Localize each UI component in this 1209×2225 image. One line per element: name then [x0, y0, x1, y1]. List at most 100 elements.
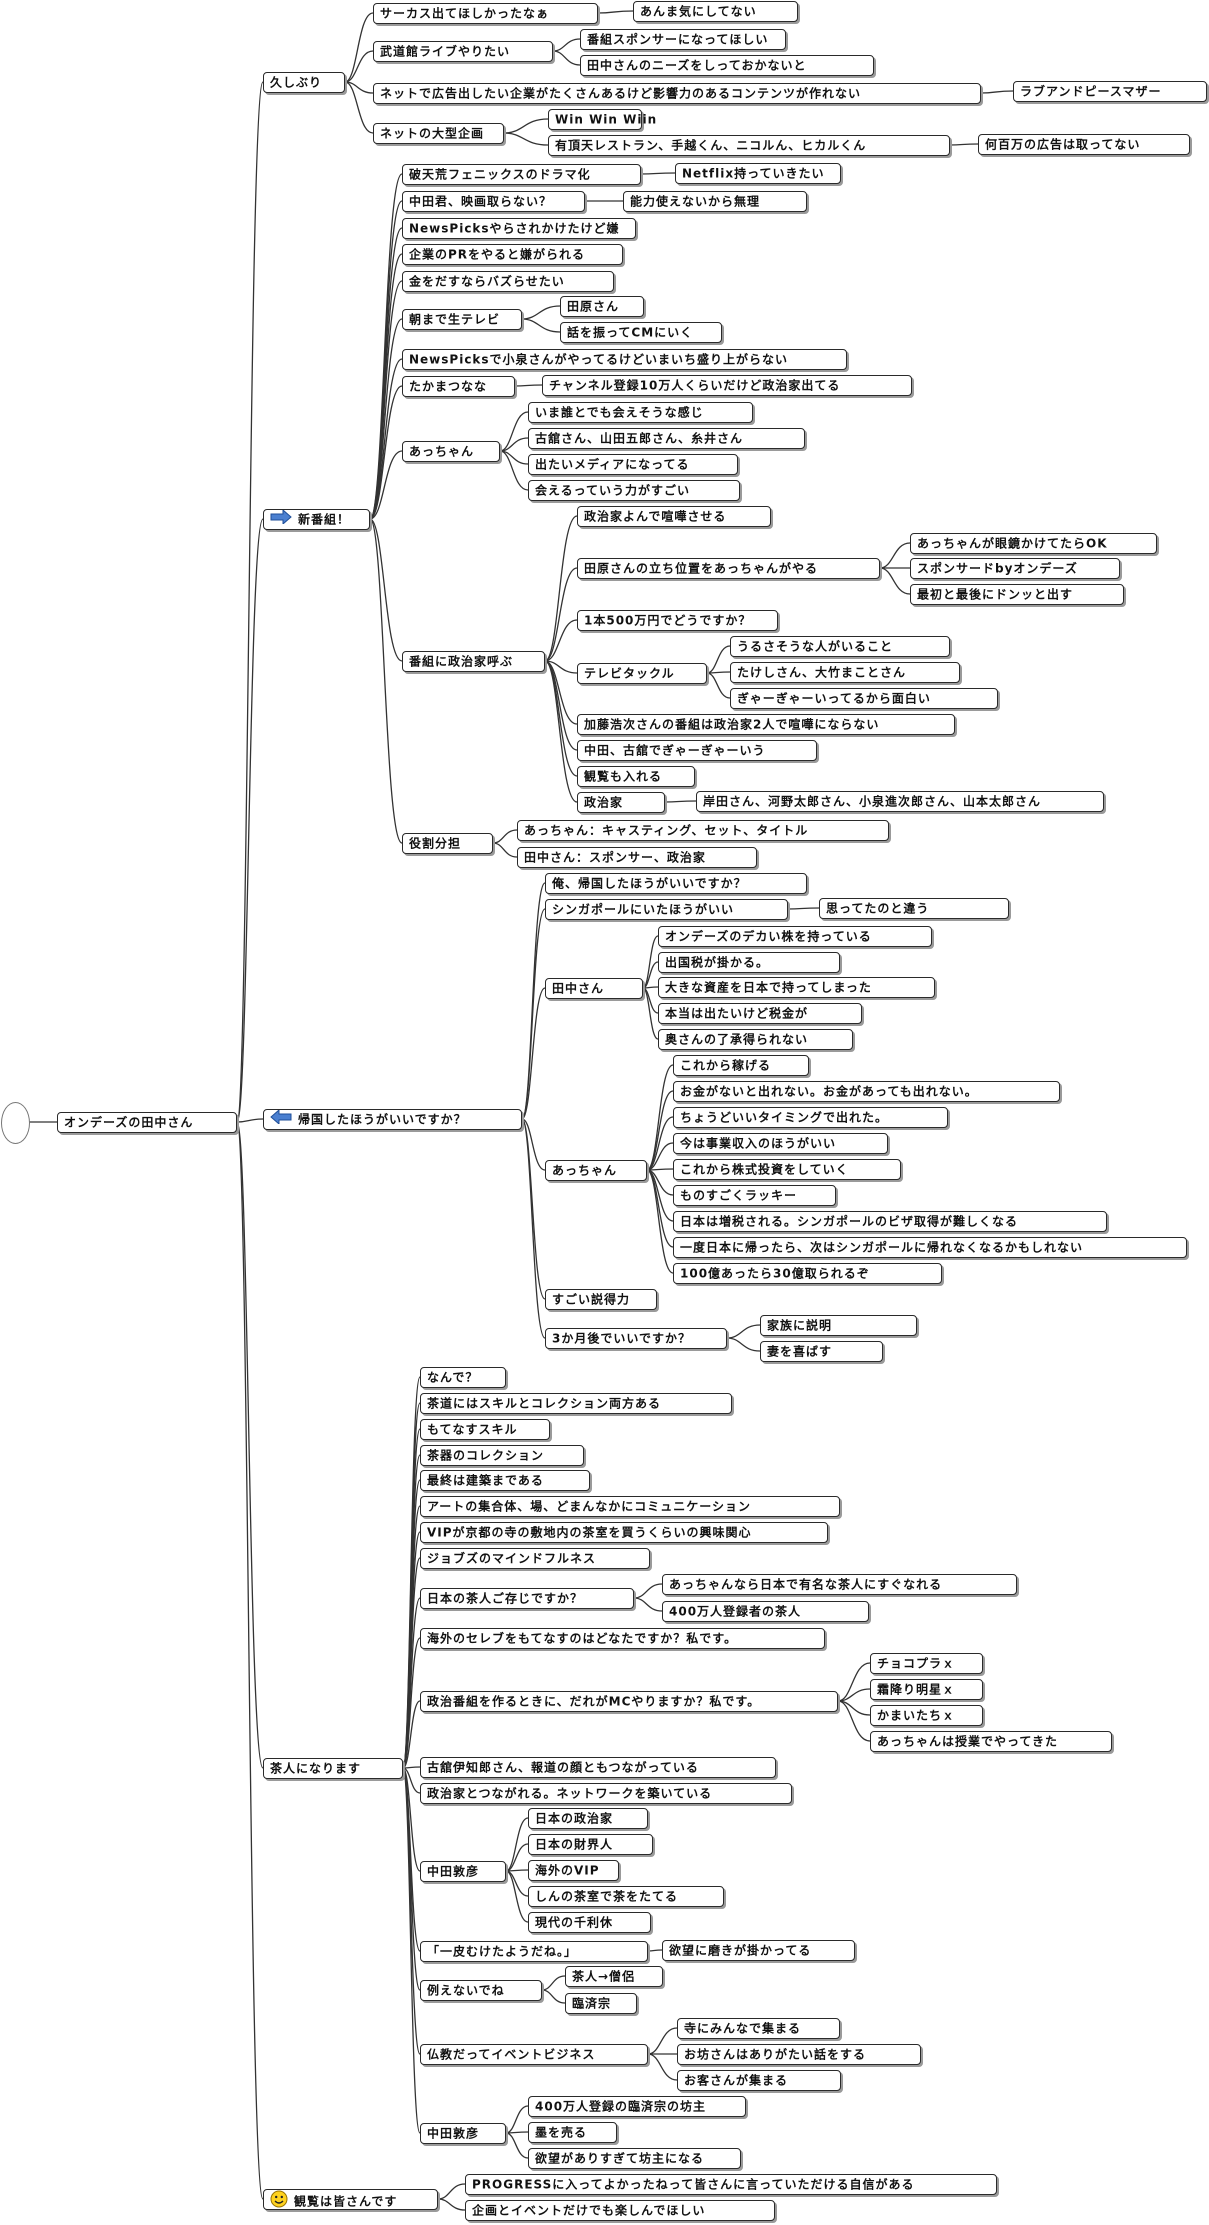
mindmap-node[interactable]: ネットの大型企画 — [373, 123, 504, 144]
mindmap-node[interactable]: 大きな資産を日本で持ってしまった — [658, 977, 935, 998]
mindmap-node[interactable]: あっちゃんが眼鏡かけてたらOK — [910, 533, 1157, 554]
mindmap-node[interactable]: 家族に説明 — [760, 1315, 917, 1336]
mindmap-node[interactable]: 番組に政治家呼ぶ — [402, 651, 545, 672]
mindmap-node[interactable]: あんま気にしてない — [633, 1, 798, 22]
mindmap-node[interactable]: 政治番組を作るときに、だれがMCやりますか？私です。 — [420, 1691, 838, 1712]
mindmap-node[interactable]: 茶器のコレクション — [420, 1445, 584, 1466]
mindmap-node[interactable]: これから稼げる — [673, 1055, 809, 1076]
mindmap-node[interactable]: お坊さんはありがたい話をする — [677, 2044, 921, 2065]
mindmap-node[interactable]: 企業のPRをやると嫌がられる — [402, 244, 623, 265]
mindmap-node[interactable]: サーカス出てほしかったなぁ — [373, 3, 598, 24]
mindmap-node[interactable]: 有頂天レストラン、手越くん、ニコルん、ヒカルくん — [548, 135, 950, 156]
mindmap-node[interactable]: VIPが京都の寺の敷地内の茶室を買うくらいの興味関心 — [420, 1522, 828, 1543]
mindmap-node[interactable]: 金をだすならバズらせたい — [402, 271, 614, 292]
mindmap-node[interactable]: 日本の政治家 — [528, 1808, 648, 1829]
mindmap-node[interactable]: あっちゃんは授業でやってきた — [870, 1731, 1112, 1752]
mindmap-node[interactable]: チャンネル登録10万人くらいだけど政治家出てる — [542, 375, 912, 396]
mindmap-node[interactable]: 番組スポンサーになってほしい — [580, 29, 786, 50]
mindmap-node[interactable]: いま誰とでも会えそうな感じ — [528, 402, 753, 423]
mindmap-node[interactable]: 久しぶり — [263, 72, 345, 93]
mindmap-node[interactable]: お金がないと出れない。お金があっても出れない。 — [673, 1081, 1060, 1102]
mindmap-node[interactable]: ちょうどいいタイミングで出れた。 — [673, 1107, 948, 1128]
mindmap-node[interactable]: 何百万の広告は取ってない — [978, 134, 1190, 155]
mindmap-node[interactable]: 最終は建築まである — [420, 1470, 590, 1491]
mindmap-node[interactable]: 岸田さん、河野太郎さん、小泉進次郎さん、山本太郎さん — [696, 791, 1104, 812]
mindmap-node[interactable]: 日本は増税される。シンガポールのビザ取得が難しくなる — [673, 1211, 1107, 1232]
mindmap-node[interactable]: 3か月後でいいですか？ — [545, 1328, 727, 1349]
mindmap-node[interactable]: 臨済宗 — [565, 1993, 637, 2014]
mindmap-node[interactable]: 茶人→僧侶 — [565, 1966, 663, 1987]
mindmap-node[interactable]: 霜降り明星ｘ — [870, 1679, 983, 1700]
mindmap-node[interactable]: 仏教だってイベントビジネス — [420, 2044, 648, 2065]
mindmap-node[interactable]: 俺、帰国したほうがいいですか？ — [545, 873, 807, 894]
mindmap-node[interactable]: 茶人になります — [263, 1758, 403, 1779]
mindmap-node[interactable]: 新番組！ — [263, 508, 370, 530]
mindmap-node[interactable]: 加藤浩次さんの番組は政治家2人で喧嘩にならない — [577, 714, 955, 735]
mindmap-node[interactable]: アートの集合体、場、どまんなかにコミュニケーション — [420, 1496, 840, 1517]
mindmap-node[interactable]: 100億あったら30億取られるぞ — [673, 1263, 942, 1284]
mindmap-node[interactable]: かまいたちｘ — [870, 1705, 983, 1726]
mindmap-node[interactable]: 墨を売る — [528, 2122, 617, 2143]
mindmap-node[interactable]: 茶道にはスキルとコレクション両方ある — [420, 1393, 732, 1414]
mindmap-node[interactable]: 出国税が掛かる。 — [658, 952, 840, 973]
mindmap-node[interactable]: スポンサードbyオンデーズ — [910, 558, 1120, 579]
mindmap-node[interactable]: あっちゃん — [545, 1160, 647, 1181]
mindmap-node[interactable]: もてなすスキル — [420, 1419, 550, 1440]
mindmap-node[interactable]: 田中さん — [545, 978, 643, 999]
mindmap-node[interactable]: 現代の千利休 — [528, 1912, 651, 1933]
mindmap-node[interactable]: 破天荒フェニックスのドラマ化 — [402, 164, 641, 185]
mindmap-node[interactable]: 田原さん — [560, 296, 644, 317]
mindmap-node[interactable]: ネットで広告出したい企業がたくさんあるけど影響力のあるコンテンツが作れない — [373, 83, 981, 104]
mindmap-node[interactable]: ジョブズのマインドフルネス — [420, 1548, 650, 1569]
mindmap-node[interactable]: 400万人登録の臨済宗の坊主 — [528, 2096, 746, 2117]
root-node[interactable]: オンデーズの田中さん — [57, 1112, 237, 1133]
mindmap-node[interactable]: 400万人登録者の茶人 — [662, 1601, 869, 1622]
mindmap-node[interactable]: これから株式投資をしていく — [673, 1159, 901, 1180]
mindmap-node[interactable]: 寺にみんなで集まる — [677, 2018, 840, 2039]
mindmap-node[interactable]: 役割分担 — [402, 833, 493, 854]
mindmap-node[interactable]: 政治家よんで喧嘩させる — [577, 506, 771, 527]
mindmap-node[interactable]: 1本500万円でどうですか？ — [577, 610, 778, 631]
mindmap-node[interactable]: 政治家とつながれる。ネットワークを築いている — [420, 1783, 792, 1804]
mindmap-node[interactable]: 思ってたのと違う — [819, 898, 1009, 919]
mindmap-node[interactable]: 日本の茶人ご存じですか？ — [420, 1588, 634, 1609]
mindmap-node[interactable]: 古舘伊知郎さん、報道の顔ともつながっている — [420, 1757, 776, 1778]
mindmap-node[interactable]: 帰国したほうがいいですか？ — [263, 1108, 522, 1130]
mindmap-node[interactable]: 中田敦彦 — [420, 1861, 506, 1882]
mindmap-node[interactable]: オンデーズのデカい株を持っている — [658, 926, 932, 947]
mindmap-node[interactable]: 話を振ってCMにいく — [560, 322, 722, 343]
mindmap-node[interactable]: 観覧も入れる — [577, 766, 695, 787]
mindmap-node[interactable]: 田中さん：スポンサー、政治家 — [517, 847, 757, 868]
mindmap-node[interactable]: 海外のセレブをもてなすのはどなたですか？私です。 — [420, 1628, 825, 1649]
mindmap-node[interactable]: うるさそうな人がいること — [730, 636, 950, 657]
mindmap-node[interactable]: 田原さんの立ち位置をあっちゃんがやる — [577, 558, 880, 579]
mindmap-node[interactable]: ぎゃーぎゃーいってるから面白い — [730, 688, 998, 709]
mindmap-node[interactable]: 中田、古舘でぎゃーぎゃーいう — [577, 740, 817, 761]
mindmap-node[interactable]: 出たいメディアになってる — [528, 454, 738, 475]
mindmap-node[interactable]: 奥さんの了承得られない — [658, 1029, 853, 1050]
mindmap-node[interactable]: Netflix持っていきたい — [675, 163, 841, 184]
mindmap-node[interactable]: 例えないでね — [420, 1980, 542, 2001]
mindmap-node[interactable]: 海外のVIP — [528, 1860, 619, 1881]
mindmap-node[interactable]: 朝まで生テレビ — [402, 309, 522, 330]
mindmap-node[interactable]: ラブアンドピースマザー — [1013, 81, 1207, 102]
mindmap-node[interactable]: シンガポールにいたほうがいい — [545, 899, 788, 920]
mindmap-node[interactable]: 政治家 — [577, 792, 665, 813]
mindmap-node[interactable]: 日本の財界人 — [528, 1834, 653, 1855]
mindmap-node[interactable]: 中田君、映画取らない？ — [402, 191, 585, 212]
mindmap-node[interactable]: テレビタックル — [577, 663, 707, 684]
mindmap-node[interactable]: ものすごくラッキー — [673, 1185, 836, 1206]
mindmap-node[interactable]: 最初と最後にドンッと出す — [910, 584, 1124, 605]
mindmap-node[interactable]: 古舘さん、山田五郎さん、糸井さん — [528, 428, 805, 449]
mindmap-node[interactable]: 観覧は皆さんです — [263, 2189, 438, 2210]
mindmap-node[interactable]: 会えるっていう力がすごい — [528, 480, 740, 501]
mindmap-node[interactable]: NewsPicksで小泉さんがやってるけどいまいち盛り上がらない — [402, 349, 847, 370]
mindmap-node[interactable]: 能力使えないから無理 — [623, 191, 807, 212]
mindmap-node[interactable]: なんで？ — [420, 1367, 506, 1388]
mindmap-node[interactable]: あっちゃんなら日本で有名な茶人にすぐなれる — [662, 1574, 1017, 1595]
mindmap-node[interactable]: あっちゃん：キャスティング、セット、タイトル — [517, 820, 889, 841]
mindmap-node[interactable]: 今は事業収入のほうがいい — [673, 1133, 888, 1154]
mindmap-node[interactable]: しんの茶室で茶をたてる — [528, 1886, 724, 1907]
mindmap-node[interactable]: 中田敦彦 — [420, 2123, 506, 2144]
mindmap-node[interactable]: すごい説得力 — [545, 1289, 657, 1310]
